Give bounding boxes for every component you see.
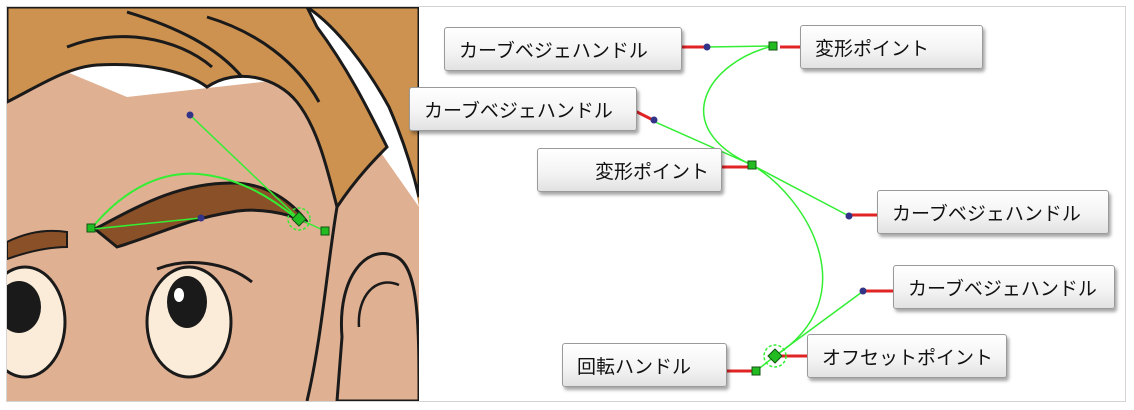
handle-dot-icon xyxy=(703,43,711,51)
handle-dot-icon xyxy=(186,111,194,119)
hair-top xyxy=(7,7,419,198)
point-square-icon xyxy=(320,226,330,236)
point-square-icon xyxy=(768,41,778,51)
callout-deform-point-top: 変形ポイント xyxy=(800,25,983,69)
deformation-schematic xyxy=(634,41,893,376)
callout-rotation-handle: 回転ハンドル xyxy=(562,343,727,387)
callout-deform-point-middle: 変形ポイント xyxy=(537,148,722,192)
deformation-curve xyxy=(652,45,863,372)
leader-lines xyxy=(634,45,893,373)
point-square-icon xyxy=(747,160,757,170)
callout-curve-bezier-handle-bottom: カーブベジェハンドル xyxy=(893,265,1115,309)
callout-curve-bezier-handle-top: カーブベジェハンドル xyxy=(444,27,682,71)
hair-fringe xyxy=(7,7,389,211)
ear xyxy=(335,252,419,401)
figure-frame: カーブベジェハンドル 変形ポイント カーブベジェハンドル 変形ポイント カーブベ… xyxy=(6,6,1126,402)
eyebrow-deformer xyxy=(90,114,326,232)
handle-dot-icon xyxy=(650,116,658,124)
callout-curve-bezier-handle-left: カーブベジェハンドル xyxy=(409,87,637,131)
character-illustration xyxy=(7,7,419,401)
offset-diamond-icon xyxy=(291,211,307,227)
point-square-icon xyxy=(86,223,96,233)
callout-offset-point: オフセットポイント xyxy=(807,334,1007,378)
left-pupil xyxy=(7,281,41,333)
point-square-icon xyxy=(751,366,761,376)
offset-diamond-icon xyxy=(767,348,783,364)
handle-dot-icon xyxy=(859,287,867,295)
handle-dot-icon xyxy=(845,212,853,220)
handle-dot-icon xyxy=(197,214,205,222)
callout-curve-bezier-handle-right: カーブベジェハンドル xyxy=(877,190,1109,234)
